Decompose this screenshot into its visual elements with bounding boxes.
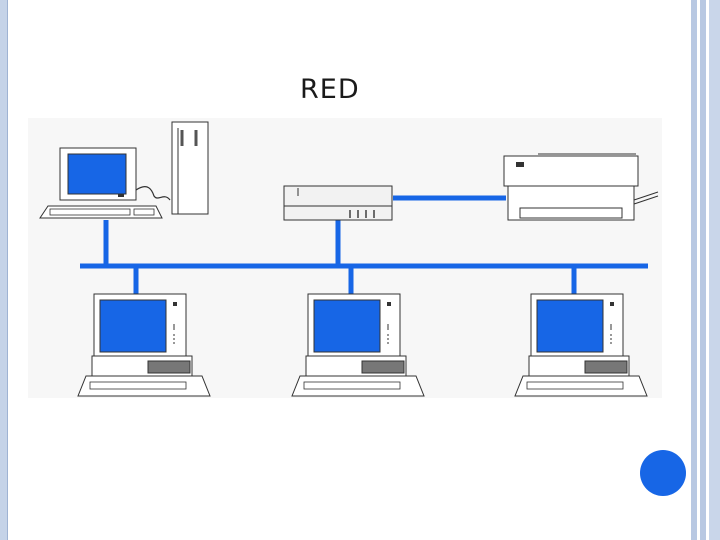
network-diagram xyxy=(28,118,662,398)
computer-icon xyxy=(514,293,648,397)
network-bus xyxy=(80,195,648,296)
computer-icon xyxy=(77,293,211,397)
computer-icon xyxy=(291,293,425,397)
left-frame-border xyxy=(0,0,8,540)
decorative-blue-circle xyxy=(640,450,686,496)
printer-icon xyxy=(503,153,659,221)
network-hub-icon xyxy=(283,185,393,221)
right-frame-border xyxy=(688,0,720,540)
workstation-with-tower-icon xyxy=(39,121,209,219)
slide-title: RED xyxy=(300,74,360,105)
